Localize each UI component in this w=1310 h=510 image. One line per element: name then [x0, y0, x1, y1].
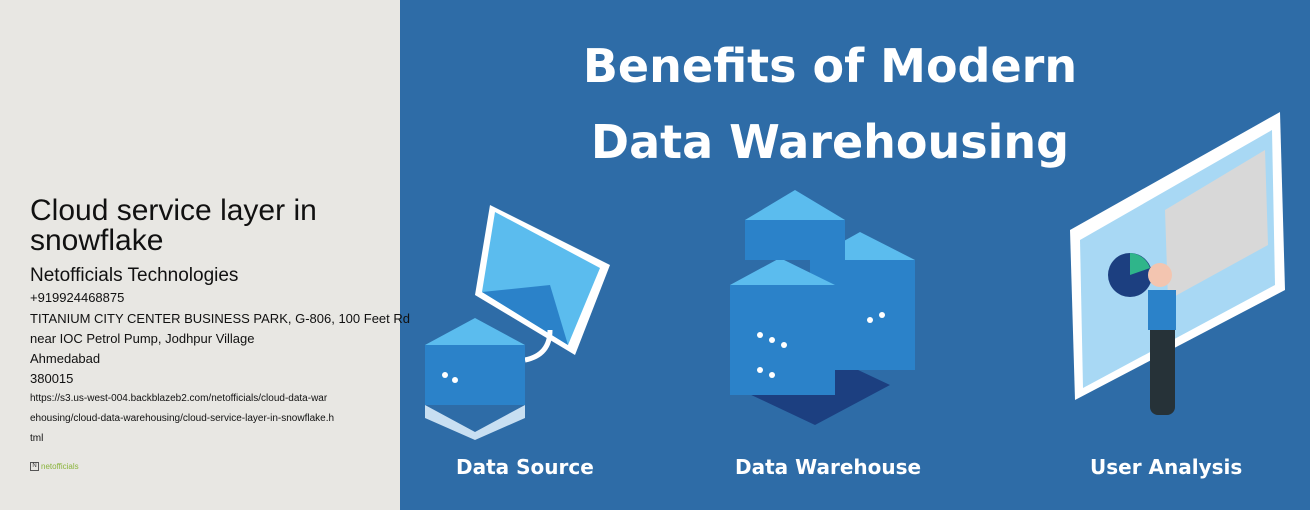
zip: 380015 — [30, 371, 74, 386]
caption-user-analysis: User Analysis — [1090, 455, 1243, 479]
hero-title-line-2: Data Warehousing — [590, 115, 1070, 169]
url-line[interactable]: https://s3.us-west-004.backblazeb2.com/n… — [30, 393, 328, 404]
envelope-icon — [475, 205, 610, 363]
logo-text: netofficials — [41, 462, 79, 471]
caption-data-warehouse: Data Warehouse — [735, 455, 922, 479]
server-small-icon — [425, 318, 525, 440]
analytics-screen-icon — [1070, 112, 1285, 415]
logo-mark-icon: N — [30, 462, 39, 471]
illustration — [425, 112, 1285, 440]
address-line-2: near IOC Petrol Pump, Jodhpur Village — [30, 331, 255, 346]
warehouse-servers-icon — [730, 190, 915, 425]
city: Ahmedabad — [30, 351, 101, 366]
caption-data-source: Data Source — [456, 455, 594, 479]
hero-title-line-1: Benefits of Modern — [582, 39, 1078, 93]
company-name: Netofficials Technologies — [30, 265, 239, 286]
phone: +919924468875 — [30, 290, 125, 305]
url-line[interactable]: tml — [30, 433, 44, 444]
url-line[interactable]: ehousing/cloud-data-warehousing/cloud-se… — [30, 413, 335, 424]
address-line-1: TITANIUM CITY CENTER BUSINESS PARK, G-80… — [30, 311, 410, 326]
page-title: Cloud service layer in snowflake — [30, 194, 317, 257]
info-panel: Cloud service layer in snowflake Netoffi… — [0, 0, 410, 510]
